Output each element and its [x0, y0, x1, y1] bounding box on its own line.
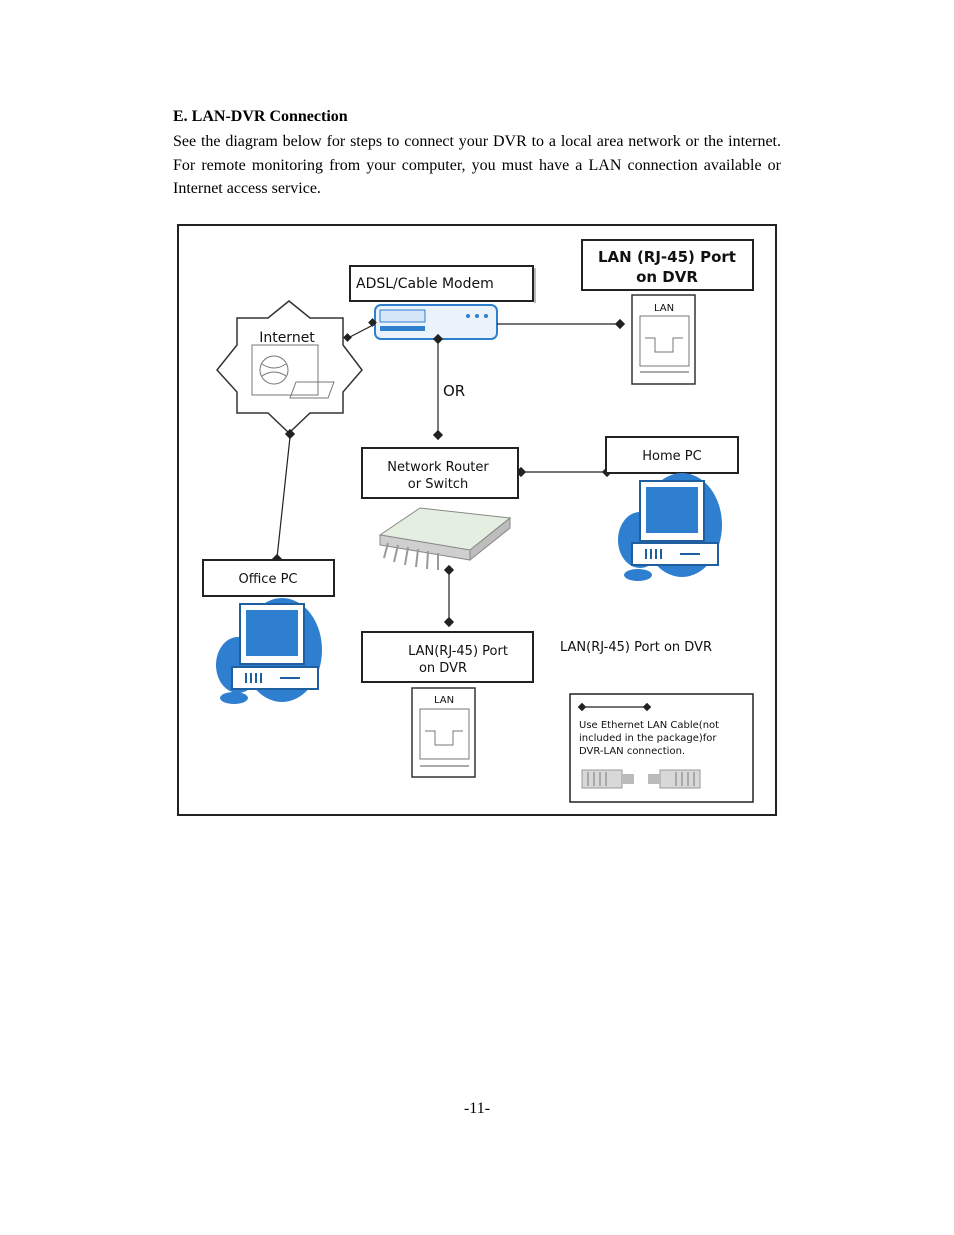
or-label: OR — [443, 382, 465, 400]
lan-port-mid-label-line1: LAN(RJ-45) Port — [408, 644, 508, 659]
router-label-box: Network Router or Switch — [361, 447, 519, 499]
lan-jack-top-label: LAN — [654, 303, 674, 314]
section-heading: E. LAN-DVR Connection — [173, 108, 348, 125]
office-pc-label-box: Office PC — [202, 559, 335, 597]
page-number: -11- — [463, 1100, 491, 1117]
internet-icon: Internet — [216, 300, 363, 435]
router-label-line1: Network Router — [387, 460, 489, 475]
lan-port-top-label-box: LAN (RJ-45) Port on DVR — [581, 239, 754, 291]
ethernet-cable-icon — [581, 769, 701, 789]
connection-lines — [271, 318, 626, 628]
legend-line1: Use Ethernet LAN Cable(not — [579, 720, 719, 731]
modem-icon — [374, 304, 498, 340]
modem-label: ADSL/Cable Modem — [356, 276, 494, 292]
lan-jack-top-icon: LAN — [631, 294, 696, 385]
lan-jack-mid-icon: LAN — [411, 687, 476, 778]
legend-line3: DVR-LAN connection. — [579, 746, 685, 757]
section-paragraph: See the diagram below for steps to conne… — [173, 133, 781, 197]
home-pc-label: Home PC — [642, 449, 701, 464]
office-pc-icon — [216, 598, 322, 704]
legend-line2: included in the package)for — [579, 733, 717, 744]
router-icon — [378, 507, 512, 570]
lan-port-top-label-line2: on DVR — [636, 268, 698, 286]
lan-jack-mid-label: LAN — [434, 695, 454, 706]
lan-port-mid-label-box: LAN(RJ-45) Port on DVR — [361, 631, 534, 683]
lan-port-side-label: LAN(RJ-45) Port on DVR — [560, 640, 712, 655]
lan-port-mid-label-line2: on DVR — [419, 661, 467, 676]
lan-port-top-label-line1: LAN (RJ-45) Port — [598, 248, 736, 266]
modem-label-box: ADSL/Cable Modem — [349, 265, 536, 303]
office-pc-label: Office PC — [239, 572, 298, 587]
router-label-line2: or Switch — [408, 477, 468, 492]
internet-label: Internet — [259, 330, 315, 346]
home-pc-icon — [618, 473, 722, 581]
cable-legend: Use Ethernet LAN Cable(not included in t… — [569, 693, 754, 803]
home-pc-label-box: Home PC — [605, 436, 739, 474]
